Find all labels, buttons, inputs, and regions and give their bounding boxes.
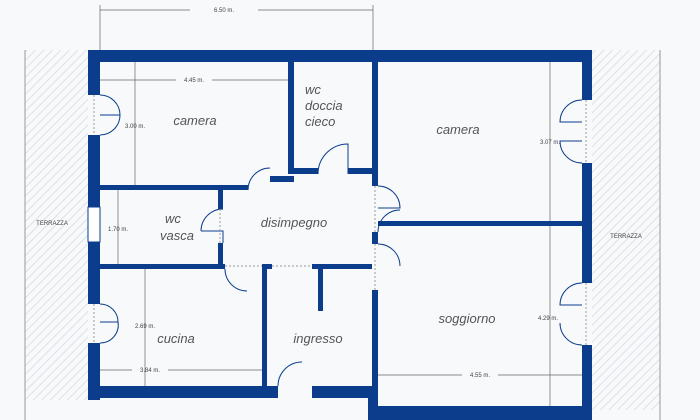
dim-camera-height: 3.00 m. (125, 124, 145, 130)
room-disimpegno: disimpegno (261, 215, 328, 230)
dim-camera-width: 4.45 m. (184, 78, 204, 84)
room-soggiorno: soggiorno (438, 311, 495, 326)
dim-cucina-width: 3.84 m. (140, 368, 160, 374)
terrace-left-label: TERRAZZA (36, 221, 68, 227)
room-camera-left: camera (173, 113, 216, 128)
room-wc-doccia-1: wc (305, 82, 321, 97)
terrace-right (592, 50, 660, 410)
outer-walls (88, 50, 592, 420)
room-ingresso: ingresso (293, 331, 342, 346)
dim-soggiorno-height: 4.29 m. (538, 316, 558, 322)
interior-walls (100, 62, 582, 386)
dimension-lines (99, 5, 582, 406)
doors (99, 94, 583, 387)
room-wc-vasca-1: wc (165, 211, 181, 226)
room-wc-doccia-2: doccia (305, 98, 343, 113)
room-wc-doccia-3: cieco (305, 114, 335, 129)
room-labels: camera wc doccia cieco camera wc vasca d… (36, 82, 642, 346)
dim-cucina-height: 2.69 m. (135, 324, 155, 330)
door-thresholds (93, 95, 587, 345)
dim-wc-vasca-height: 1.70 m. (108, 227, 128, 233)
terrace-left (25, 50, 88, 400)
window (87, 206, 101, 243)
dim-top-total: 6.50 m. (214, 8, 234, 14)
room-wc-vasca-2: vasca (160, 228, 194, 243)
dim-soggiorno-width: 4.55 m. (470, 373, 490, 379)
dimension-labels: 6.50 m. 4.45 m. 3.00 m. 1.70 m. 2.69 m. … (108, 8, 560, 379)
room-camera-right: camera (436, 122, 479, 137)
terrace-right-label: TERRAZZA (610, 234, 642, 240)
room-cucina: cucina (157, 331, 195, 346)
dim-camera-right-height: 3.07 m. (540, 140, 560, 146)
